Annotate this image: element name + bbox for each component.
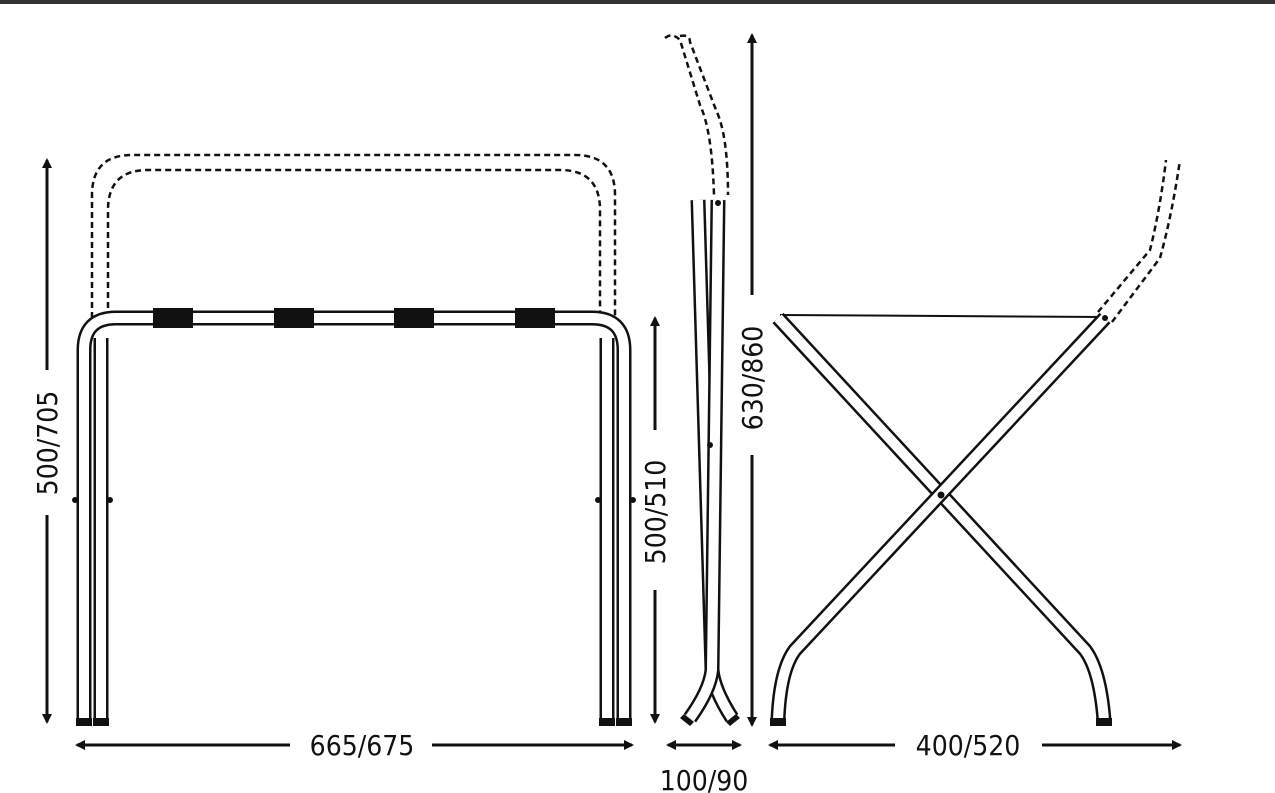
front-width-dimension: 665/675 <box>75 729 634 762</box>
front-width-label: 665/675 <box>310 729 415 762</box>
side-height-label: 630/860 <box>736 326 769 431</box>
side-width-label: 400/520 <box>916 729 1021 762</box>
feet <box>76 718 632 726</box>
hinge-dots <box>72 497 636 503</box>
folded-depth-dimension: 100/90 <box>660 740 749 793</box>
side-view <box>770 159 1182 726</box>
folded-view <box>664 34 740 726</box>
front-height-label: 500/705 <box>31 391 64 496</box>
front-seat-height-dimension: 500/510 <box>639 316 672 724</box>
folded-depth-label: 100/90 <box>660 764 749 793</box>
straps <box>153 308 555 328</box>
front-height-dimension: 500/705 <box>31 158 64 724</box>
front-seat-height-label: 500/510 <box>639 460 672 565</box>
front-frame <box>76 310 632 722</box>
side-width-dimension: 400/520 <box>768 729 1182 762</box>
front-extended-frame-dashed <box>90 153 617 318</box>
side-height-dimension: 630/860 <box>736 33 769 727</box>
front-view <box>72 153 636 726</box>
top-border <box>0 0 1275 4</box>
